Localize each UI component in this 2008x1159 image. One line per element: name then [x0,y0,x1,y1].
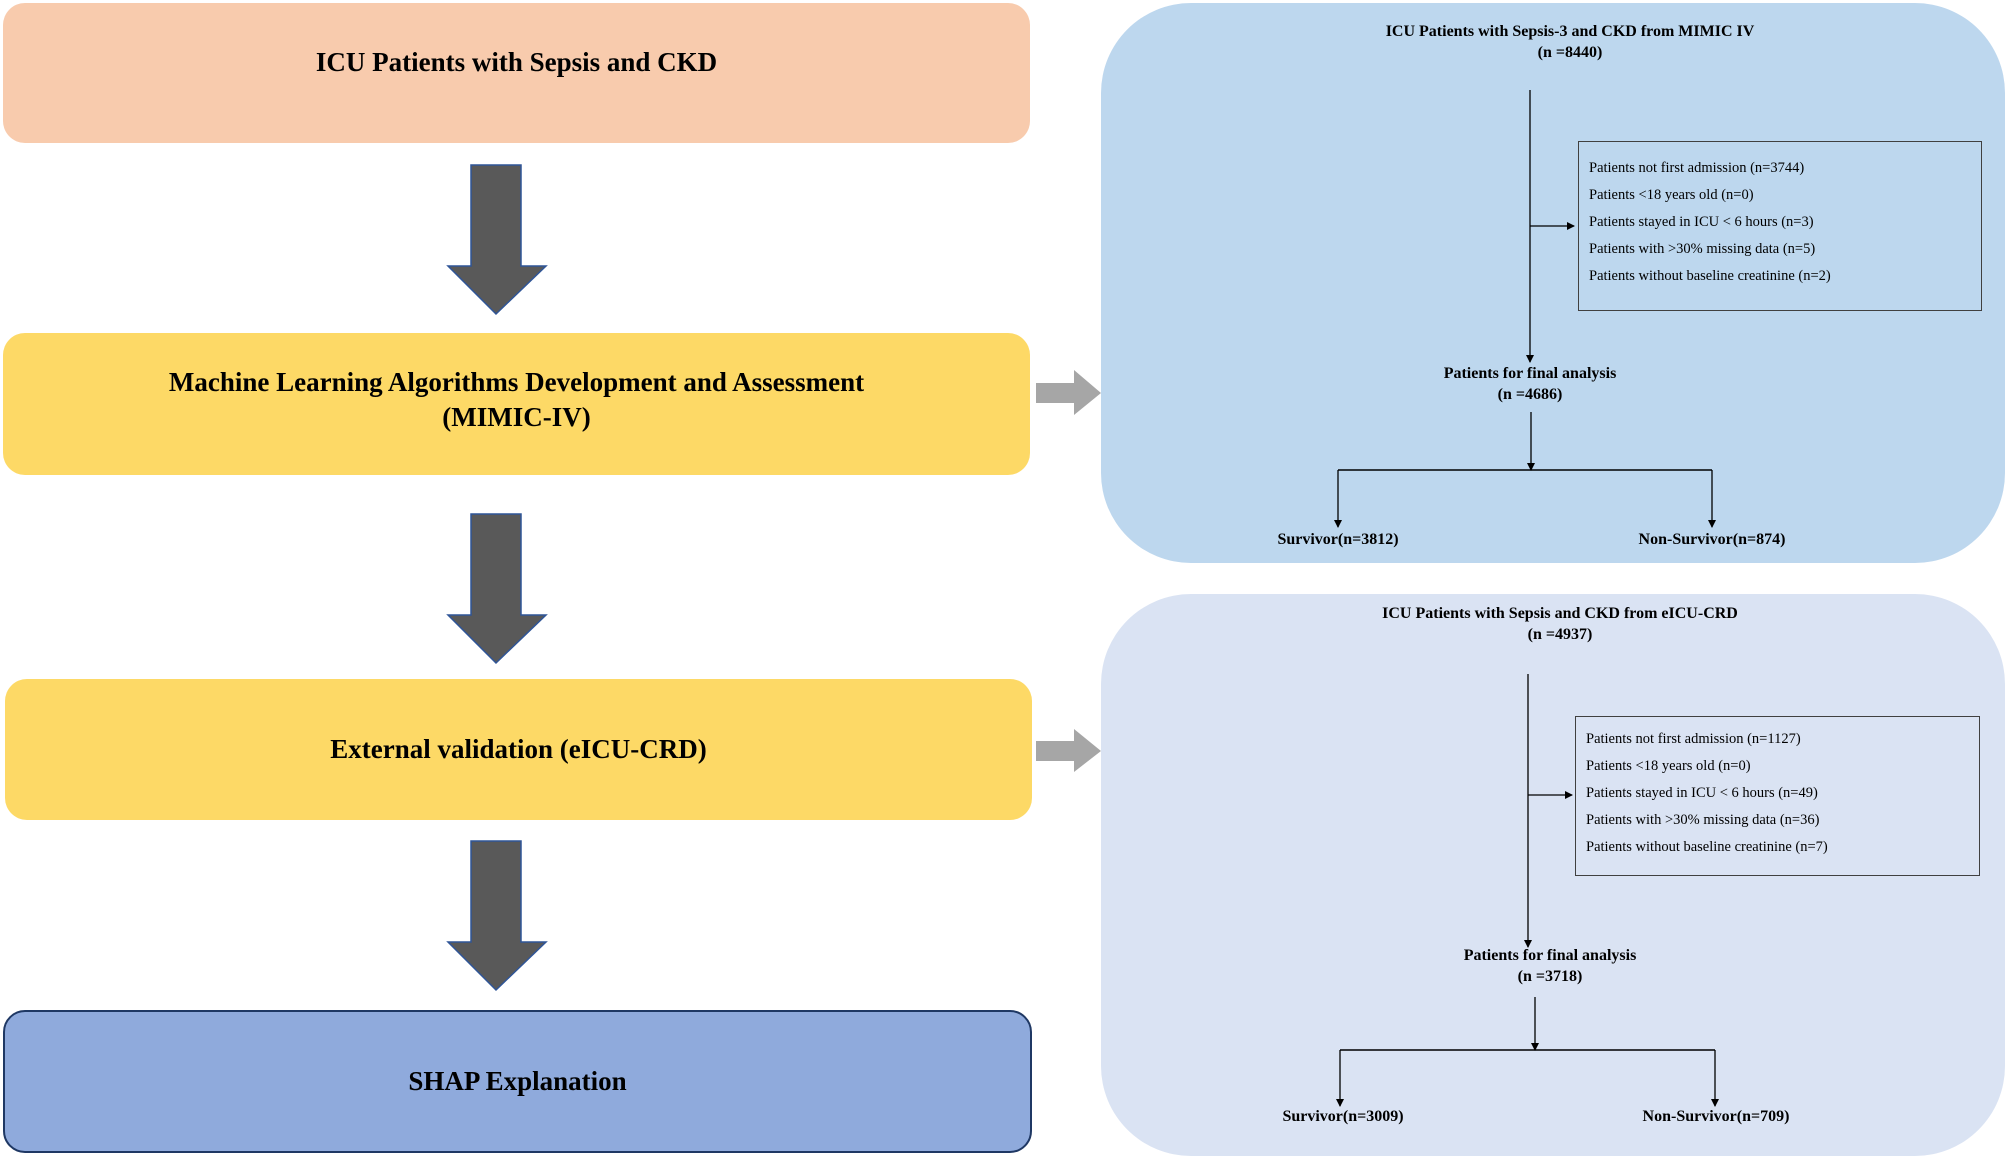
eicu-final-analysis: Patients for final analysis (n =3718) [1400,946,1700,988]
eicu-non-survivor: Non-Survivor(n=709) [1642,1108,1790,1125]
final-analysis-count: (n =3718) [1517,967,1583,985]
right-arrow-icon [1036,729,1101,772]
step-label: External validation (eICU-CRD) [330,733,707,764]
cohort-count: (n =8440) [1537,43,1603,61]
cohort-count: (n =4937) [1527,625,1593,643]
down-arrow-icon [446,164,548,316]
final-analysis-count: (n =4686) [1497,385,1563,403]
right-arrow-icon [1036,370,1101,415]
mimic-final-analysis: Patients for final analysis (n =4686) [1380,364,1680,406]
exclusion-item: Patients without baseline creatinine (n=… [1589,268,1831,284]
cohort-title: ICU Patients with Sepsis and CKD from eI… [1382,605,1738,622]
step-label-line1: Machine Learning Algorithms Development … [168,366,865,397]
eicu-title: ICU Patients with Sepsis and CKD from eI… [1320,604,1800,646]
final-analysis-label: Patients for final analysis [1443,365,1617,382]
step-label-line2: (MIMIC-IV) [442,402,591,432]
exclusion-item: Patients <18 years old (n=0) [1586,758,1751,774]
exclusion-item: Patients <18 years old (n=0) [1589,187,1754,203]
exclusion-item: Patients with >30% missing data (n=5) [1589,241,1816,257]
exclusion-item: Patients with >30% missing data (n=36) [1586,812,1820,828]
step-box-external-validation: External validation (eICU-CRD) [5,679,1032,820]
exclusion-item: Patients without baseline creatinine (n=… [1586,839,1828,855]
step-box-icu-patients: ICU Patients with Sepsis and CKD [3,3,1030,143]
step-label: ICU Patients with Sepsis and CKD [315,47,718,77]
exclusion-item: Patients not first admission (n=3744) [1589,160,1805,176]
cohort-title: ICU Patients with Sepsis-3 and CKD from … [1385,23,1755,40]
step-label: SHAP Explanation [408,1065,627,1096]
mimic-survivor: Survivor(n=3812) [1277,531,1399,548]
final-analysis-label: Patients for final analysis [1463,947,1637,964]
down-arrow-icon [446,513,548,665]
mimic-title: ICU Patients with Sepsis-3 and CKD from … [1330,22,1810,64]
mimic-exclusion-box: Patients not first admission (n=3744) Pa… [1578,141,1982,311]
exclusion-item: Patients not first admission (n=1127) [1586,731,1801,747]
mimic-non-survivor: Non-Survivor(n=874) [1638,531,1786,548]
exclusion-item: Patients stayed in ICU < 6 hours (n=3) [1589,214,1814,230]
down-arrow-icon [446,840,548,992]
eicu-exclusion-box: Patients not first admission (n=1127) Pa… [1575,716,1980,876]
eicu-survivor: Survivor(n=3009) [1282,1108,1404,1125]
step-box-shap: SHAP Explanation [3,1010,1032,1153]
step-label: Machine Learning Algorithms Development … [169,365,864,435]
exclusion-item: Patients stayed in ICU < 6 hours (n=49) [1586,785,1818,801]
step-box-ml-development: Machine Learning Algorithms Development … [3,333,1030,475]
